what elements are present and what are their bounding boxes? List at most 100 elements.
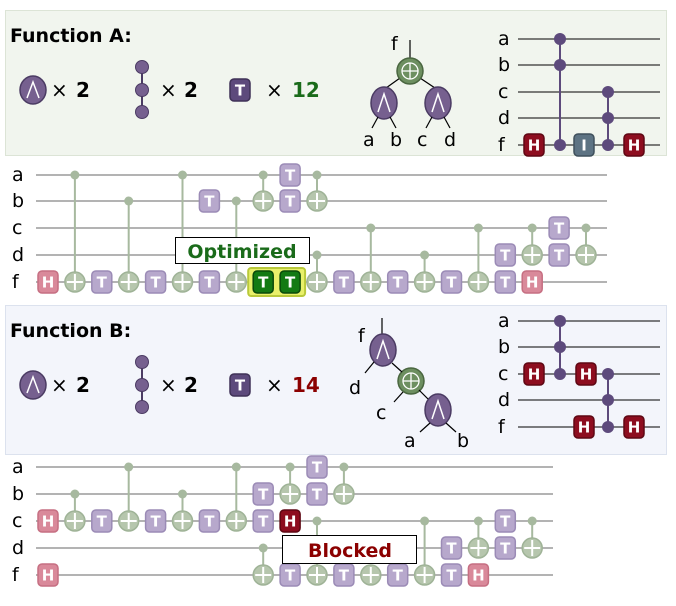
t-gate-label: T bbox=[204, 193, 215, 211]
and-symbol-icon bbox=[377, 91, 391, 113]
tree-edge bbox=[445, 422, 457, 433]
xor-cross-icon bbox=[416, 274, 433, 290]
t-gate-label: T bbox=[150, 274, 161, 292]
control-dot bbox=[312, 516, 322, 526]
h-gate-label: H bbox=[42, 274, 55, 292]
t-gate-label: T bbox=[285, 193, 296, 211]
t-gate bbox=[144, 270, 167, 294]
t-gate-label: T bbox=[446, 274, 457, 292]
t-gate bbox=[91, 270, 113, 294]
h-gate-label: H bbox=[528, 366, 541, 384]
tree-edge bbox=[364, 361, 375, 374]
control-dot bbox=[602, 394, 614, 406]
t-gate-label: T bbox=[446, 540, 457, 558]
h-gate-label: H bbox=[472, 567, 485, 585]
tree-leaf-label: a bbox=[404, 430, 416, 452]
and-count: 2 bbox=[76, 78, 90, 102]
t-gate-label: T bbox=[339, 567, 350, 585]
wire-label-a: a bbox=[498, 28, 510, 50]
wire-label-a: a bbox=[12, 456, 24, 478]
tree-leaf-label: a bbox=[363, 129, 375, 151]
optimized-annotation-box bbox=[175, 237, 310, 264]
t-gate bbox=[548, 243, 570, 267]
xor-cross-icon bbox=[174, 274, 191, 290]
h-gate bbox=[575, 362, 597, 386]
wire-label-b: b bbox=[498, 336, 510, 358]
and-node bbox=[424, 393, 452, 427]
h-gate-label: H bbox=[580, 366, 593, 384]
times-sign: × bbox=[266, 373, 283, 397]
control-dot bbox=[70, 170, 80, 180]
xor-symbol-icon bbox=[402, 63, 418, 79]
wire-label-f: f bbox=[498, 134, 506, 156]
h-gate-label: H bbox=[528, 137, 541, 155]
t-gate-label: T bbox=[258, 486, 269, 504]
t-gate-label: T bbox=[285, 167, 296, 185]
control-dot bbox=[602, 112, 614, 124]
wire-label-f: f bbox=[498, 416, 506, 438]
t-gate-label: T bbox=[393, 567, 404, 585]
t-gate-label: T bbox=[312, 486, 323, 504]
xor-cross-icon bbox=[524, 247, 541, 263]
h-gate bbox=[279, 509, 301, 533]
optimized-annotation: Optimized bbox=[187, 241, 296, 263]
control-dot bbox=[473, 516, 483, 526]
and-symbol-icon bbox=[376, 338, 390, 360]
t-gate bbox=[198, 509, 221, 533]
h-gate-label: H bbox=[284, 513, 297, 531]
t-gate-label: T bbox=[500, 513, 511, 531]
i-gate-label: I bbox=[581, 137, 587, 155]
t-gate bbox=[198, 270, 221, 294]
xor-cross-icon bbox=[309, 567, 325, 583]
h-gate bbox=[37, 509, 59, 533]
wire-label-f: f bbox=[12, 271, 20, 293]
times-sign: × bbox=[160, 373, 177, 397]
control-dot bbox=[473, 223, 483, 233]
and-node bbox=[369, 333, 397, 367]
control-dot bbox=[554, 139, 566, 151]
wire-label-c: c bbox=[498, 81, 508, 103]
t-gate bbox=[386, 270, 409, 294]
t-gate-icon bbox=[229, 78, 251, 102]
xor-cross-icon bbox=[228, 513, 245, 529]
control-dot bbox=[602, 368, 614, 380]
tree-root-label: f bbox=[358, 325, 366, 347]
tree-leaf-label: c bbox=[376, 402, 386, 424]
tree-leaf-label: c bbox=[417, 129, 427, 151]
control-dot bbox=[312, 250, 322, 260]
times-sign: × bbox=[51, 78, 68, 102]
wire-label-d: d bbox=[12, 537, 24, 559]
control-dot bbox=[420, 250, 430, 260]
chain-node-icon bbox=[135, 355, 149, 369]
control-dot bbox=[178, 489, 187, 499]
function-title: Function A: bbox=[10, 25, 132, 47]
tree-edge bbox=[391, 362, 403, 373]
t-count: 12 bbox=[292, 78, 320, 102]
control-dot bbox=[420, 516, 430, 526]
xor-cross-icon bbox=[578, 247, 594, 263]
and-symbol-icon bbox=[431, 398, 445, 420]
control-dot bbox=[258, 170, 268, 180]
wire-label-d: d bbox=[498, 389, 510, 411]
control-dot bbox=[527, 223, 537, 233]
and-symbol-icon bbox=[26, 79, 40, 99]
xor-cross-icon bbox=[120, 274, 137, 290]
h-gate-label: H bbox=[42, 513, 55, 531]
t-gate-label: T bbox=[97, 513, 108, 531]
chain-node-icon bbox=[135, 378, 149, 392]
t-gate-label: T bbox=[500, 274, 511, 292]
control-dot bbox=[366, 223, 376, 233]
control-dot bbox=[581, 223, 591, 233]
t-gate bbox=[548, 216, 570, 240]
t-gate bbox=[440, 270, 463, 294]
h-gate bbox=[37, 270, 59, 294]
t-gate-label: T bbox=[285, 567, 296, 585]
wire-label-b: b bbox=[498, 54, 510, 76]
t-gate-label: T bbox=[204, 274, 215, 292]
control-dot bbox=[231, 196, 241, 206]
control-dot bbox=[554, 341, 566, 353]
wire-label-c: c bbox=[12, 217, 22, 239]
and-node bbox=[370, 86, 398, 120]
h-gate bbox=[623, 415, 645, 439]
